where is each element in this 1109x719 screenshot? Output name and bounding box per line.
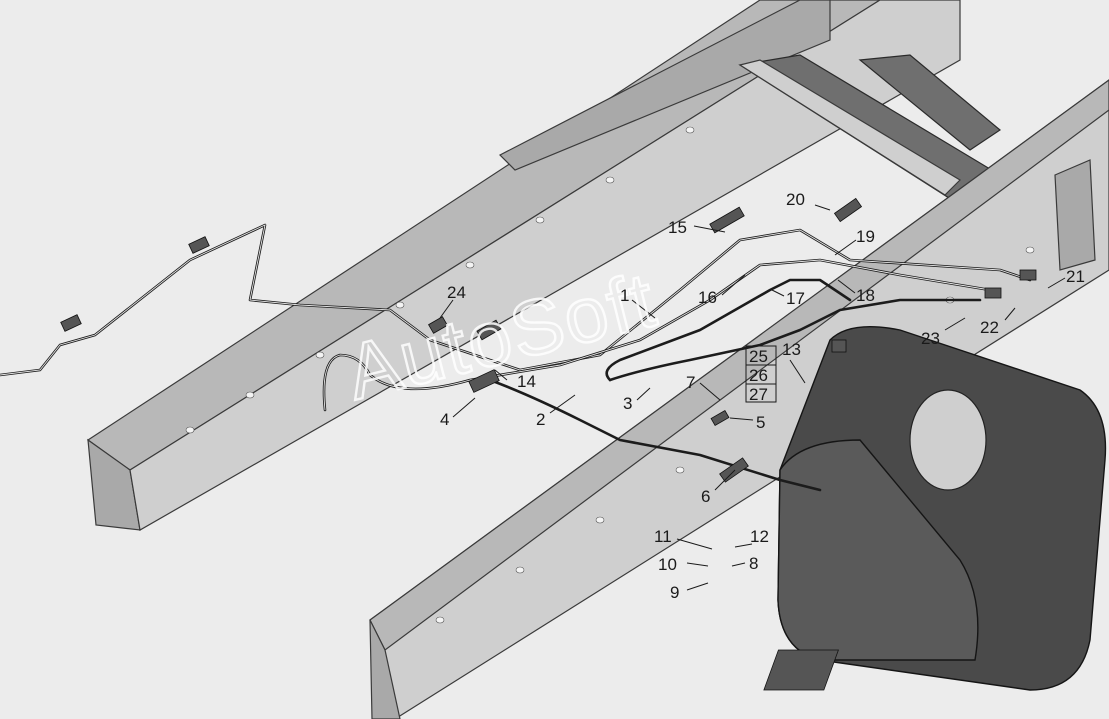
callout-23: 23: [921, 329, 940, 348]
callout-3: 3: [623, 394, 632, 413]
callout-13: 13: [782, 340, 801, 359]
callout-22: 22: [980, 318, 999, 337]
callout-9: 9: [670, 583, 679, 602]
left-frame-rail: [86, 0, 961, 531]
callout-6: 6: [701, 487, 710, 506]
right-frame-rail: [369, 79, 1109, 719]
fuel-tank: [763, 325, 1107, 691]
callout-20: 20: [786, 190, 805, 209]
callout-15: 15: [668, 218, 687, 237]
callout-14: 14: [517, 372, 536, 391]
callout-17: 17: [786, 289, 805, 308]
callout-7: 7: [686, 373, 695, 392]
callout-8: 8: [749, 554, 758, 573]
callout-box-25-27: [745, 345, 777, 403]
cross-member: [738, 54, 1002, 206]
callout-10: 10: [658, 555, 677, 574]
callout-19: 19: [856, 227, 875, 246]
callout-labels: 1 2 3 4 5 6 7 8 9 10 11 12 13 14 15 16 1…: [440, 190, 1085, 602]
callout-11: 11: [654, 527, 672, 546]
pipe-clips: [60, 197, 1037, 483]
callout-26: 26: [749, 366, 768, 385]
leader-lines: [439, 204, 1066, 591]
callout-12: 12: [750, 527, 769, 546]
callout-4: 4: [440, 410, 449, 429]
callout-18: 18: [856, 286, 875, 305]
callout-1: 1: [620, 286, 629, 305]
callout-24: 24: [447, 283, 466, 302]
callout-2: 2: [536, 410, 545, 429]
tank-filler-cap: [909, 389, 987, 491]
callout-21: 21: [1066, 267, 1085, 286]
callout-5: 5: [756, 413, 765, 432]
callout-16: 16: [698, 288, 717, 307]
callout-27: 27: [749, 385, 768, 404]
callout-25: 25: [749, 347, 768, 366]
